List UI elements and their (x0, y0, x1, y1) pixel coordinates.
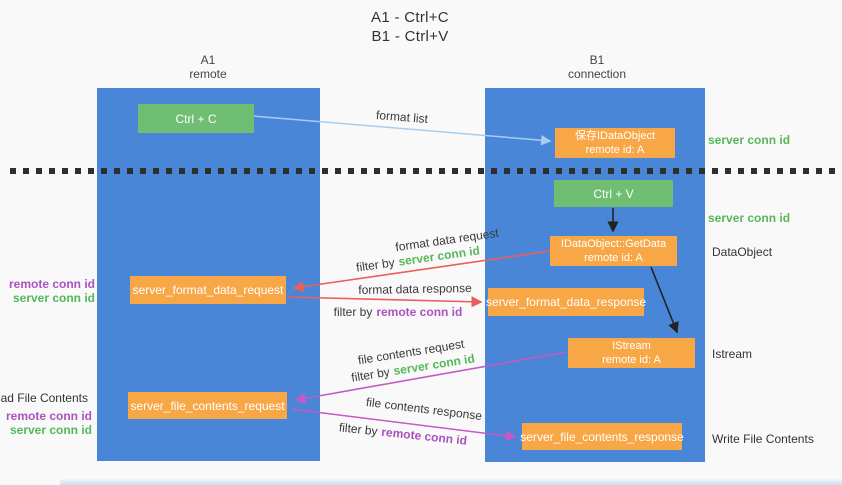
lane-b1-name: B1 (589, 53, 605, 67)
file-contents-response-edge-label: file contents response (365, 394, 483, 424)
server-format-data-response-label: server_format_data_response (485, 295, 647, 309)
filter-by-text: filter by (338, 420, 379, 439)
ctrl-c-label: Ctrl + C (175, 111, 217, 126)
lane-a1-subtitle: remote (189, 67, 227, 81)
istream-line2: remote id: A (602, 354, 661, 366)
read-file-contents-label: Read File Contents (0, 391, 88, 405)
filter-by-text: filter by (333, 305, 373, 319)
ctrl-c-box: Ctrl + C (138, 104, 254, 133)
getdata-line2: remote id: A (584, 252, 643, 264)
server-format-data-response-box: server_format_data_response (485, 288, 647, 316)
server-format-data-request-label: server_format_data_request (132, 283, 284, 297)
title-line-2: B1 - Ctrl+V (371, 28, 449, 45)
idataobject-getdata-box: IDataObject::GetData remote id: A (550, 236, 677, 266)
server-conn-id-top-label: server conn id (708, 133, 791, 147)
remote-conn-id-label-1: remote conn id (8, 277, 95, 291)
remote-conn-id-key: remote conn id (380, 424, 468, 448)
remote-conn-id-key: remote conn id (376, 305, 463, 319)
file-request-conn-ids: remote conn id server conn id (6, 409, 92, 437)
lane-header-a1: A1 remote (148, 53, 268, 81)
istream-line1: IStream (612, 340, 651, 352)
istream-side-label: Istream (712, 347, 753, 361)
server-file-contents-request-label: server_file_contents_request (130, 398, 285, 413)
dataobject-label: DataObject (712, 245, 773, 259)
ctrl-v-box: Ctrl + V (554, 180, 673, 207)
title-line-1: A1 - Ctrl+C (371, 9, 449, 26)
session-divider (10, 168, 842, 174)
remote-conn-id-label-2: remote conn id (5, 409, 92, 423)
bottom-window-edge (60, 478, 842, 485)
ctrl-v-label: Ctrl + V (593, 186, 634, 201)
lane-b1-subtitle: connection (567, 67, 627, 81)
write-file-contents-label: Write File Contents (712, 432, 814, 446)
server-file-contents-request-box: server_file_contents_request (128, 392, 287, 419)
filter-by-text: filter by (350, 364, 391, 385)
diagram-title: A1 - Ctrl+C B1 - Ctrl+V (0, 8, 820, 46)
filter-by-text: filter by (355, 255, 396, 275)
getdata-line1: IDataObject::GetData (560, 238, 667, 250)
format-request-conn-ids: remote conn id server conn id (9, 277, 95, 305)
lane-header-b1: B1 connection (537, 53, 657, 81)
server-conn-id-label-1: server conn id (12, 291, 95, 305)
lane-a1-name: A1 (200, 53, 216, 67)
server-file-contents-response-label: server_file_contents_response (520, 429, 684, 444)
server-format-data-request-box: server_format_data_request (130, 276, 286, 304)
server-file-contents-response-box: server_file_contents_response (520, 423, 684, 450)
server-conn-id-label-2: server conn id (9, 423, 92, 437)
format-data-response-edge-label: format data response (358, 281, 472, 297)
format-list-edge-label: format list (375, 107, 429, 127)
server-conn-id-mid-label: server conn id (708, 211, 791, 225)
save-idataobject-line2: remote id: A (585, 144, 645, 156)
save-idataobject-box: 保存IDataObject remote id: A (555, 128, 675, 158)
istream-box: IStream remote id: A (568, 338, 695, 368)
save-idataobject-line1: 保存IDataObject (574, 130, 656, 142)
